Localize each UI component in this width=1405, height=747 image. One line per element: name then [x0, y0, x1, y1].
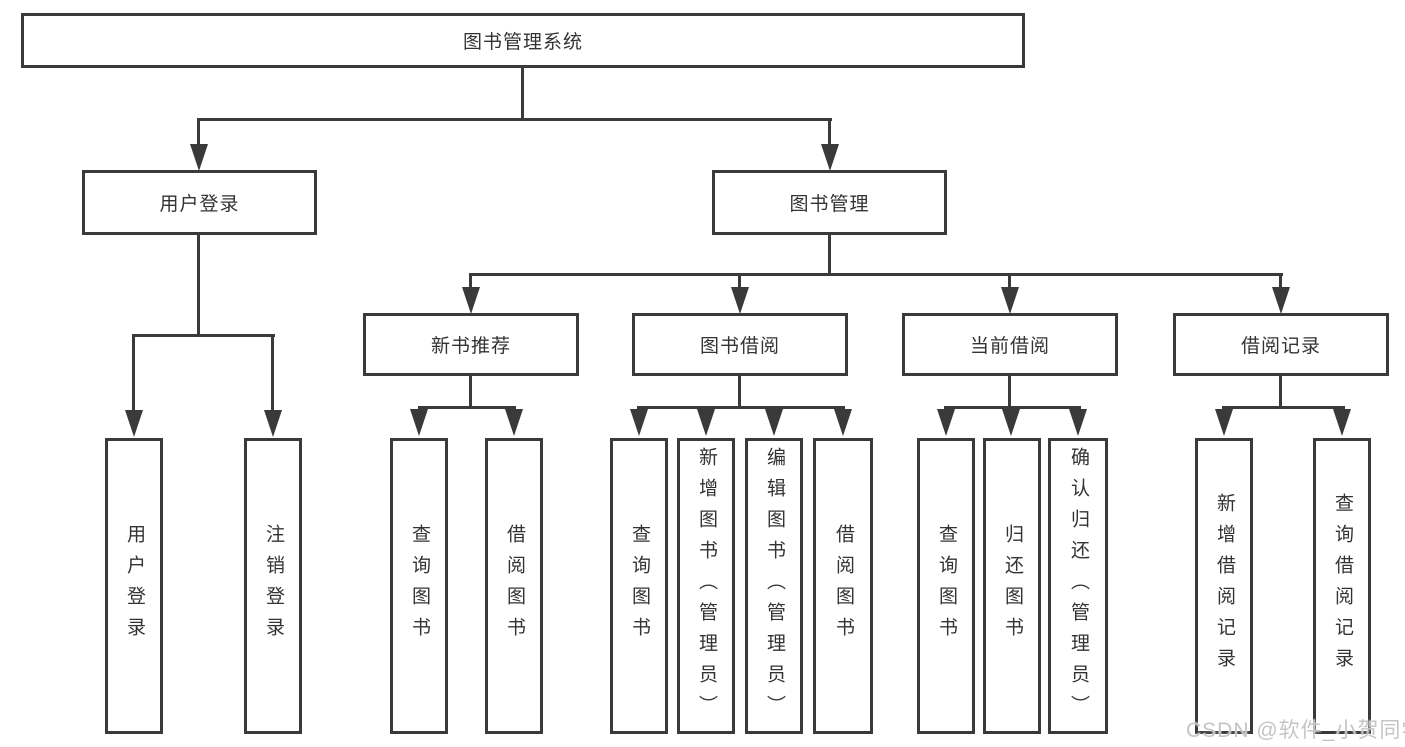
connector-user-login-split — [132, 334, 275, 337]
connector-drop-line — [469, 273, 472, 289]
connector-current-trunk — [1008, 376, 1011, 408]
arrow-down-icon — [630, 409, 648, 436]
leaf-label: 用户登录 — [123, 524, 145, 648]
node-library-management-system: 图书管理系统 — [21, 13, 1025, 68]
arrow-down-icon — [505, 409, 523, 436]
leaf-borrow-books: 借阅图书 — [813, 438, 873, 734]
connector-book-mgmt-split — [469, 273, 1283, 276]
arrow-down-icon — [1215, 409, 1233, 436]
arrow-down-icon — [190, 144, 208, 171]
arrow-down-icon — [821, 144, 839, 171]
leaf-label: 查询图书 — [628, 524, 650, 648]
leaf-new-book-borrow: 借阅图书 — [485, 438, 543, 734]
connector-current-split — [944, 406, 1081, 409]
connector-drop-line — [197, 118, 200, 148]
leaf-records-add-record: 新增借阅记录 — [1195, 438, 1253, 734]
leaf-label: 查询图书 — [408, 524, 430, 648]
connector-book-mgmt-trunk — [828, 235, 831, 276]
leaf-label: 新增图书（管理员） — [695, 446, 717, 726]
leaf-borrow-add-books-admin: 新增图书（管理员） — [677, 438, 735, 734]
connector-drop-line — [271, 334, 274, 412]
leaf-logout: 注销登录 — [244, 438, 302, 734]
leaf-label: 注销登录 — [262, 524, 284, 648]
connector-drop-line — [1279, 273, 1282, 289]
leaf-current-return-books: 归还图书 — [983, 438, 1041, 734]
connector-drop-line — [132, 334, 135, 412]
leaf-label: 查询图书 — [935, 524, 957, 648]
arrow-down-icon — [765, 409, 783, 436]
node-user-login: 用户登录 — [82, 170, 317, 235]
leaf-label: 归还图书 — [1001, 524, 1023, 648]
connector-borrowing-trunk — [738, 376, 741, 408]
arrow-down-icon — [1272, 287, 1290, 314]
leaf-label: 借阅图书 — [832, 524, 854, 648]
arrow-down-icon — [1001, 287, 1019, 314]
arrow-down-icon — [410, 409, 428, 436]
arrow-down-icon — [937, 409, 955, 436]
leaf-label: 查询借阅记录 — [1331, 493, 1353, 679]
arrow-down-icon — [264, 410, 282, 437]
leaf-label: 确认归还（管理员） — [1067, 446, 1089, 726]
leaf-label: 借阅图书 — [503, 524, 525, 648]
leaf-current-search-books: 查询图书 — [917, 438, 975, 734]
leaf-label: 编辑图书（管理员） — [763, 446, 785, 726]
connector-root-trunk — [521, 66, 524, 120]
leaf-records-search-record: 查询借阅记录 — [1313, 438, 1371, 734]
node-book-borrowing: 图书借阅 — [632, 313, 848, 376]
arrow-down-icon — [1069, 409, 1087, 436]
node-current-borrowing: 当前借阅 — [902, 313, 1118, 376]
leaf-new-book-search: 查询图书 — [390, 438, 448, 734]
node-book-management: 图书管理 — [712, 170, 947, 235]
leaf-user-login: 用户登录 — [105, 438, 163, 734]
connector-drop-line — [738, 273, 741, 289]
connector-new-book-split — [418, 406, 516, 409]
connector-borrowing-split — [637, 406, 845, 409]
arrow-down-icon — [1002, 409, 1020, 436]
watermark: CSDN @软件_小贺同学 — [1186, 719, 1405, 742]
arrow-down-icon — [1333, 409, 1351, 436]
connector-drop-line — [1008, 273, 1011, 289]
leaf-borrow-edit-books-admin: 编辑图书（管理员） — [745, 438, 803, 734]
arrow-down-icon — [731, 287, 749, 314]
node-borrowing-records: 借阅记录 — [1173, 313, 1389, 376]
leaf-current-confirm-return-admin: 确认归还（管理员） — [1048, 438, 1108, 734]
connector-records-trunk — [1279, 376, 1282, 408]
connector-user-login-trunk — [197, 235, 200, 336]
connector-root-split — [197, 118, 832, 121]
arrow-down-icon — [462, 287, 480, 314]
connector-records-split — [1222, 406, 1345, 409]
leaf-borrow-search-books: 查询图书 — [610, 438, 668, 734]
arrow-down-icon — [125, 410, 143, 437]
connector-new-book-trunk — [469, 376, 472, 408]
arrow-down-icon — [697, 409, 715, 436]
connector-drop-line — [828, 118, 831, 148]
node-new-book-recommend: 新书推荐 — [363, 313, 579, 376]
arrow-down-icon — [834, 409, 852, 436]
leaf-label: 新增借阅记录 — [1213, 493, 1235, 679]
